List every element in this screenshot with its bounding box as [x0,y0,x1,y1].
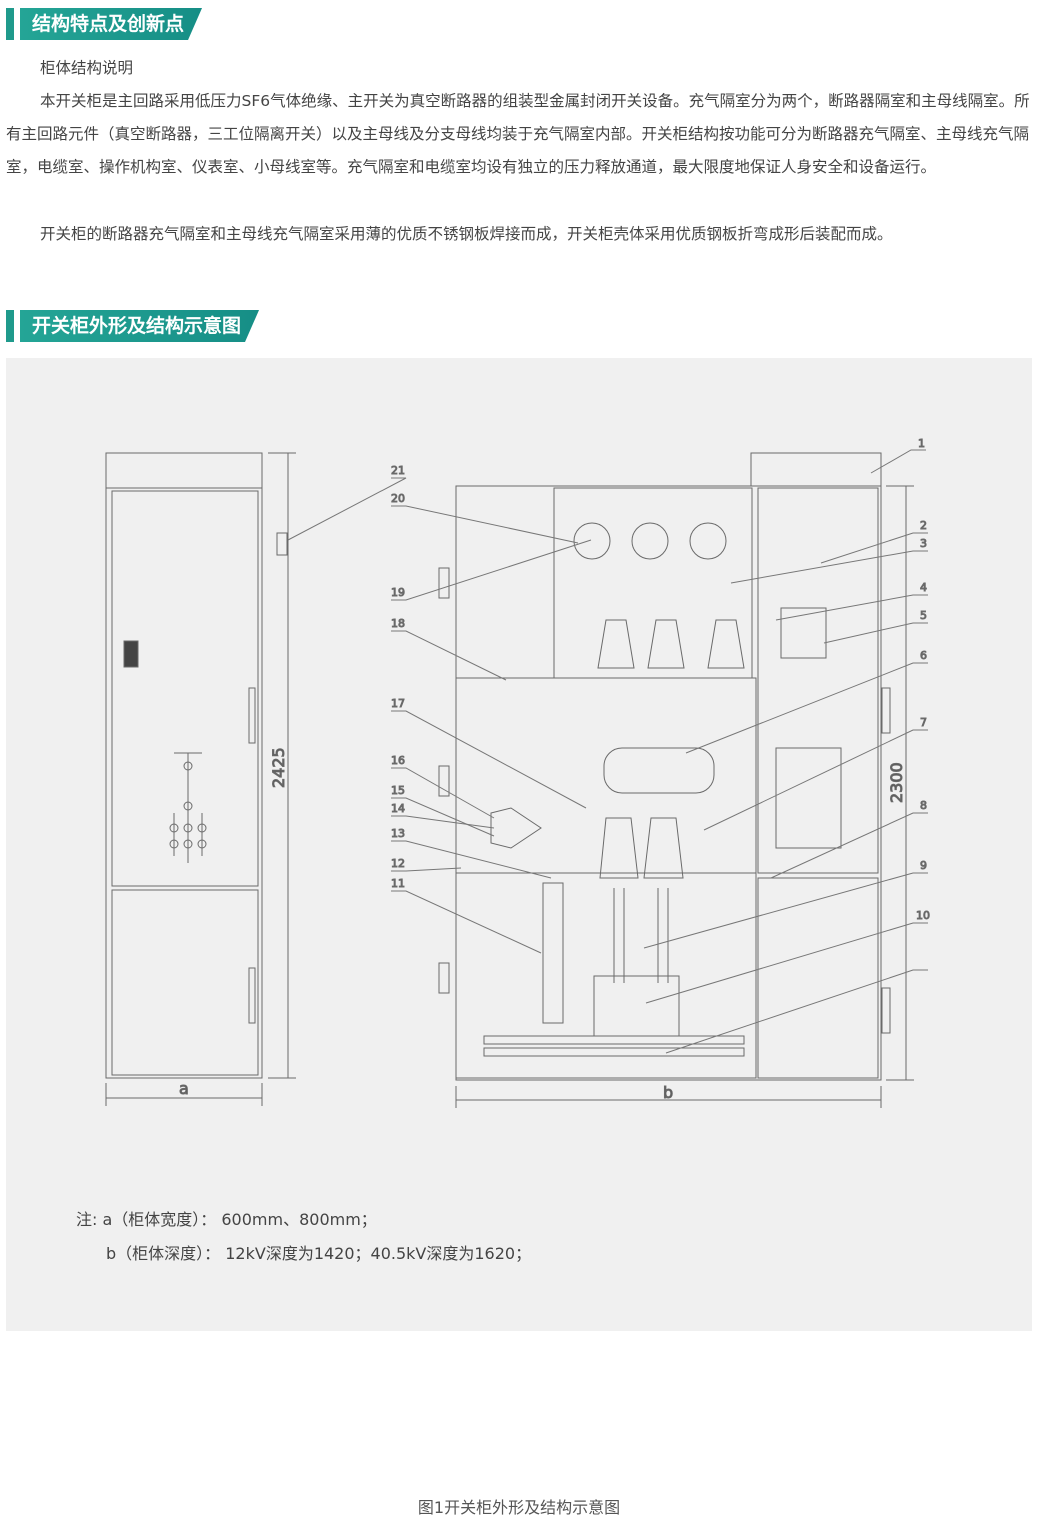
callout-2: 2 [920,519,927,532]
section-accent-bar [6,310,14,342]
switchgear-drawing: 1 2 3 4 5 6 7 8 9 10 11 12 13 14 15 16 1… [105,437,931,1108]
structure-paragraph-1: 本开关柜是主回路采用低压力SF6气体绝缘、主开关为真空断路器的组装型金属封闭开关… [6,92,1030,176]
operating-mechanism-icon [775,747,842,849]
side-handle [881,687,891,734]
callout-1: 1 [918,437,925,450]
insulator-icon [597,619,635,669]
callout-4: 4 [920,581,927,594]
vacuum-breaker-icon [603,747,715,794]
breaker-compartment [455,677,757,874]
dim-label-2425: 2425 [269,747,288,788]
voltage-transformer-icon [490,807,542,849]
callout-20: 20 [391,492,405,505]
callout-8: 8 [920,799,927,812]
bus-bushing-icon [573,522,611,560]
section-title: 结构特点及创新点 [20,8,202,40]
front-upper-door [111,490,259,887]
side-cabinet-outline [455,485,882,1081]
surge-arrester-icon [542,882,564,1024]
callout-leaders [287,449,928,1054]
callout-12: 12 [391,857,405,870]
insulator-icon [707,619,745,669]
callout-18: 18 [391,617,405,630]
busbar-compartment [553,487,753,679]
disconnector-mechanism-icon [780,607,827,659]
callout-10: 10 [916,909,930,922]
note-line-2: b（柜体深度）： 12kV深度为1420；40.5kV深度为1620； [106,1244,532,1263]
low-voltage-box [750,452,882,487]
upper-door-handle [248,687,256,744]
cable-compartment [455,872,757,1079]
callout-13: 13 [391,827,405,840]
side-handle [438,567,450,599]
callout-16: 16 [391,754,405,767]
figure-caption: 图1开关柜外形及结构示意图 [417,1498,621,1517]
side-section-view [438,452,914,1108]
callout-5: 5 [920,609,927,622]
front-view [105,452,296,1106]
structure-subtitle: 柜体结构说明 [40,59,134,77]
front-lower-door [111,889,259,1076]
callout-17: 17 [391,697,405,710]
section-accent-bar [6,8,14,40]
section-header-features: 结构特点及创新点 [6,8,202,40]
callout-6: 6 [920,649,927,662]
side-handle [881,987,891,1034]
bus-bushing-icon [631,522,669,560]
dim-label-a: a [179,1079,189,1098]
section-title: 开关柜外形及结构示意图 [20,310,259,342]
switchgear-figure: 1 2 3 4 5 6 7 8 9 10 11 12 13 14 15 16 1… [6,358,1032,1517]
mimic-diagram-icon [169,752,207,863]
callout-15: 15 [391,784,405,797]
callout-19: 19 [391,586,405,599]
nameplate-icon [123,640,139,668]
relief-vent [276,532,288,556]
mechanism-compartment [757,487,879,874]
lower-door-handle [248,967,256,1024]
section-header-diagram: 开关柜外形及结构示意图 [6,310,259,342]
callout-14: 14 [391,802,405,815]
dim-label-2300: 2300 [887,762,906,803]
insulator-icon [647,619,685,669]
front-top-box [105,452,263,489]
cable-bushing-icon [643,817,684,879]
bus-bushing-icon [689,522,727,560]
callout-7: 7 [920,716,927,729]
callout-9: 9 [920,859,927,872]
note-line-1: 注: a（柜体宽度）： 600mm、800mm； [76,1210,377,1229]
callout-11: 11 [391,877,405,890]
cable-clamp-bar [483,1035,745,1045]
side-handle [438,962,450,994]
cable-bushing-icon [599,817,639,879]
dim-label-b: b [663,1083,673,1102]
cable-side-compartment [757,877,879,1079]
current-transformer-icon [593,975,680,1037]
side-handle [438,765,450,797]
structure-paragraph-2: 开关柜的断路器充气隔室和主母线充气隔室采用薄的优质不锈钢板焊接而成，开关柜壳体采… [40,225,893,243]
callout-21: 21 [391,464,405,477]
callout-3: 3 [920,537,927,550]
cable-clamp-bar [483,1047,745,1057]
